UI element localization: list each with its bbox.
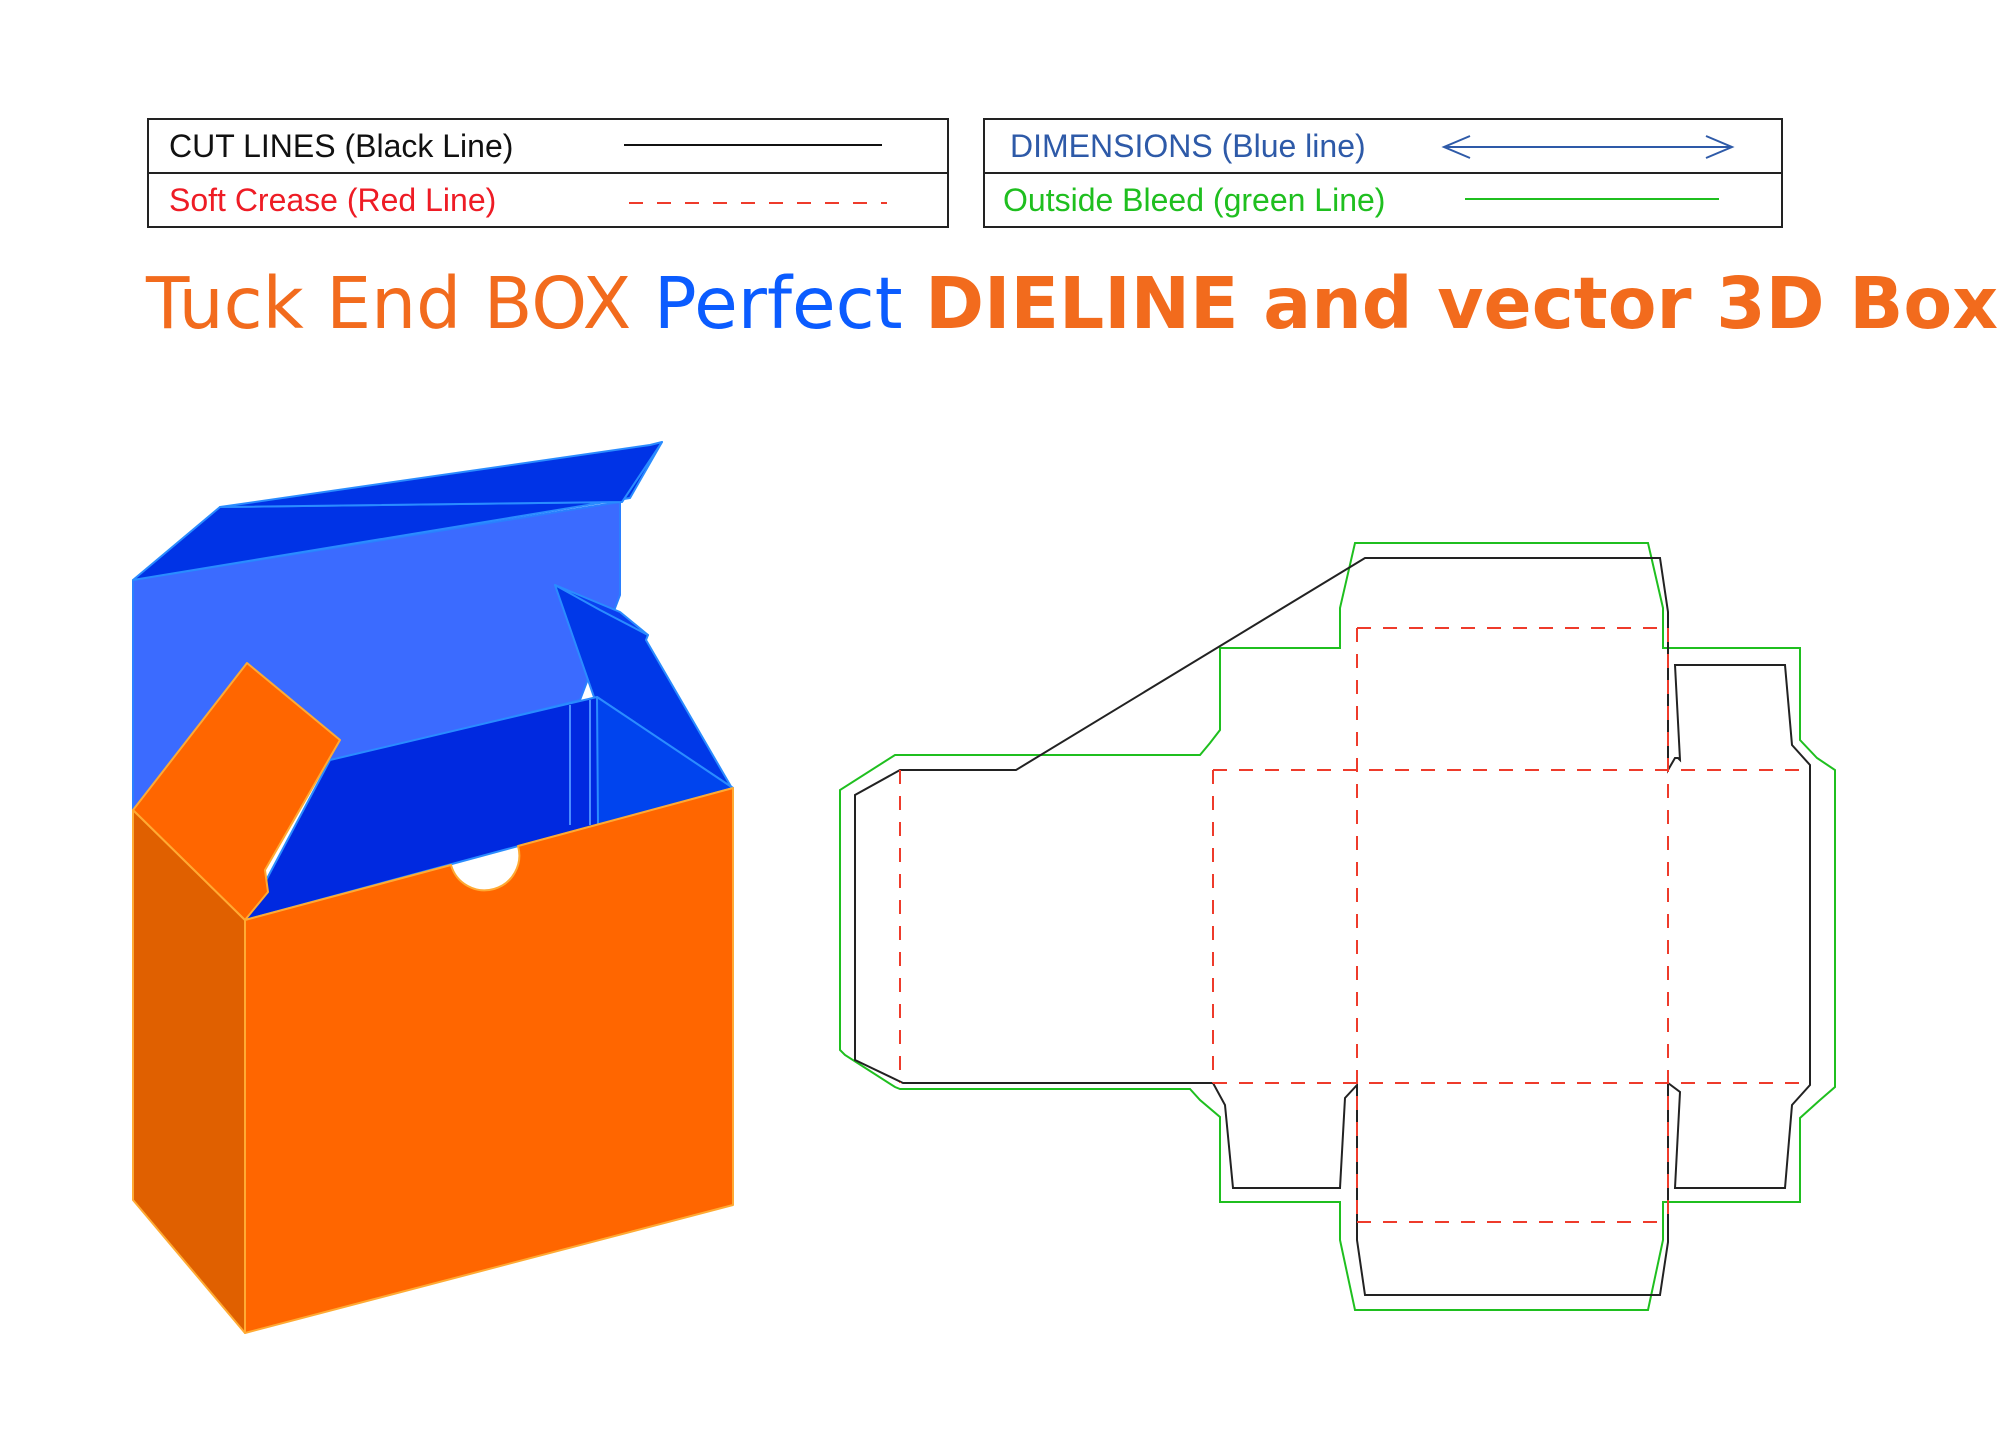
legend-sample-cut-line — [624, 144, 882, 146]
legend-sample-dimension-arrow — [1441, 135, 1735, 159]
dieline-diagram — [839, 542, 1836, 1311]
legend-label-outside-bleed: Outside Bleed (green Line) — [1003, 181, 1386, 218]
box-3d-illustration — [132, 441, 734, 1334]
title-part-perfect: Perfect — [653, 262, 903, 345]
box-front-panel — [244, 787, 734, 1334]
box-lid-edge — [219, 441, 663, 508]
legend-label-soft-crease: Soft Crease (Red Line) — [169, 181, 497, 218]
legend-row-outside-bleed: Outside Bleed (green Line) — [985, 174, 1781, 226]
legend-box-lines: CUT LINES (Black Line) Soft Crease (Red … — [147, 118, 949, 228]
illustration-canvas — [132, 441, 1836, 1334]
legend-row-cut-lines: CUT LINES (Black Line) — [149, 120, 947, 174]
page-title: Tuck End BOX Perfect DIELINE and vector … — [146, 268, 1998, 339]
title-part-tuck-end-box: Tuck End BOX — [146, 262, 632, 345]
legend-label-cut-lines: CUT LINES (Black Line) — [169, 127, 514, 164]
legend-row-soft-crease: Soft Crease (Red Line) — [149, 174, 947, 226]
box-tuck-flap-left — [132, 662, 341, 921]
legend-box-guides: DIMENSIONS (Blue line) Outside Bleed (gr… — [983, 118, 1783, 228]
box-dust-flap-right-top — [554, 584, 649, 636]
dieline-soft-creases — [899, 627, 1810, 1223]
legend-sample-bleed-line — [1465, 198, 1719, 200]
legend-label-dimensions: DIMENSIONS (Blue line) — [1010, 127, 1366, 164]
dieline-outside-bleed — [839, 542, 1836, 1311]
dieline-cut-outline — [854, 557, 1811, 1296]
title-part-dieline-3d-box: DIELINE and vector 3D Box — [925, 262, 1998, 345]
legend-row-dimensions: DIMENSIONS (Blue line) — [985, 120, 1781, 174]
